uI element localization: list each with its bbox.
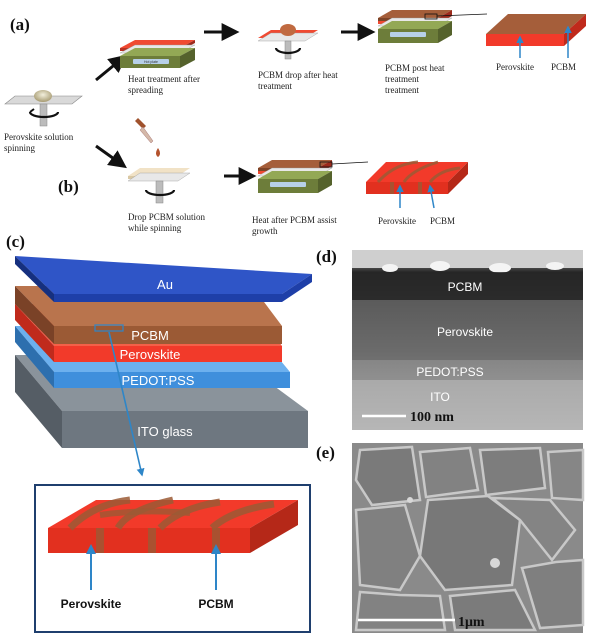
stack-label-pcbm: PCBM [131, 328, 169, 343]
a-step2-label: PCBM drop after heat treatment [258, 70, 340, 91]
hotplate-device-a3 [377, 10, 453, 43]
b-step1-label: Drop PCBM solution while spinning [128, 212, 207, 233]
b-inset-arrow-pcbm [427, 184, 435, 209]
a-inset-label-perovskite: Perovskite [496, 62, 534, 72]
panel-label-e: (e) [316, 443, 335, 462]
spin-coater-start [4, 90, 83, 127]
a-inset-label-pcbm: PCBM [551, 62, 576, 72]
stack-label-au: Au [157, 277, 173, 292]
zoom-grain-layer [48, 496, 298, 553]
sem-cross-section-image [352, 250, 583, 430]
start-label: Perovskite solution spinning [4, 132, 76, 153]
panel-label-a: (a) [10, 15, 30, 34]
panel-label-d: (d) [316, 247, 337, 266]
sem-top-view-image [352, 443, 585, 633]
panel-label-b: (b) [58, 177, 79, 196]
arrow-start-to-b [95, 144, 127, 169]
spin-pcbm-drop-b1 [127, 168, 191, 204]
sem-label-pedot: PEDOT:PSS [416, 365, 483, 379]
stack-label-perovskite: Perovskite [120, 347, 181, 362]
sem-label-perovskite: Perovskite [437, 325, 493, 339]
dropper-icon [135, 118, 160, 157]
stack-label-ito: ITO glass [137, 424, 193, 439]
sem-cross-scale-label: 100 nm [410, 410, 454, 425]
a-step1-label: Heat treatment after spreading [128, 74, 202, 95]
spin-pcbm-drop-a2 [257, 24, 319, 60]
zoom-label-perovskite: Perovskite [61, 597, 122, 611]
sem-label-pcbm: PCBM [448, 280, 483, 294]
a-step3-label: PCBM post heat treatment treatment [385, 63, 447, 95]
b-inset-grain-boundaries [366, 160, 468, 194]
b-inset-label-perovskite: Perovskite [378, 216, 416, 226]
a-zoom-line [436, 13, 488, 17]
b-step2-label: Heat after PCBM assist growth [252, 215, 339, 236]
zoom-label-pcbm: PCBM [198, 597, 233, 611]
stack-label-pedot: PEDOT:PSS [122, 373, 195, 388]
hotplate-device-b2 [257, 160, 333, 193]
sem-top-scale-label: 1μm [458, 615, 485, 630]
a-inset-bilayer [486, 14, 586, 46]
svg-text:Hot plate: Hot plate [144, 60, 158, 64]
stack-zoom-arrow [108, 331, 145, 477]
b-zoom-line [331, 161, 369, 165]
sem-label-ito: ITO [430, 390, 450, 404]
arrow-start-to-a [95, 54, 127, 82]
stack-layer-au [15, 256, 312, 302]
b-inset-label-pcbm: PCBM [430, 216, 455, 226]
panel-label-c: (c) [6, 232, 25, 251]
hotplate-device-a1: Hot plate [119, 40, 196, 68]
